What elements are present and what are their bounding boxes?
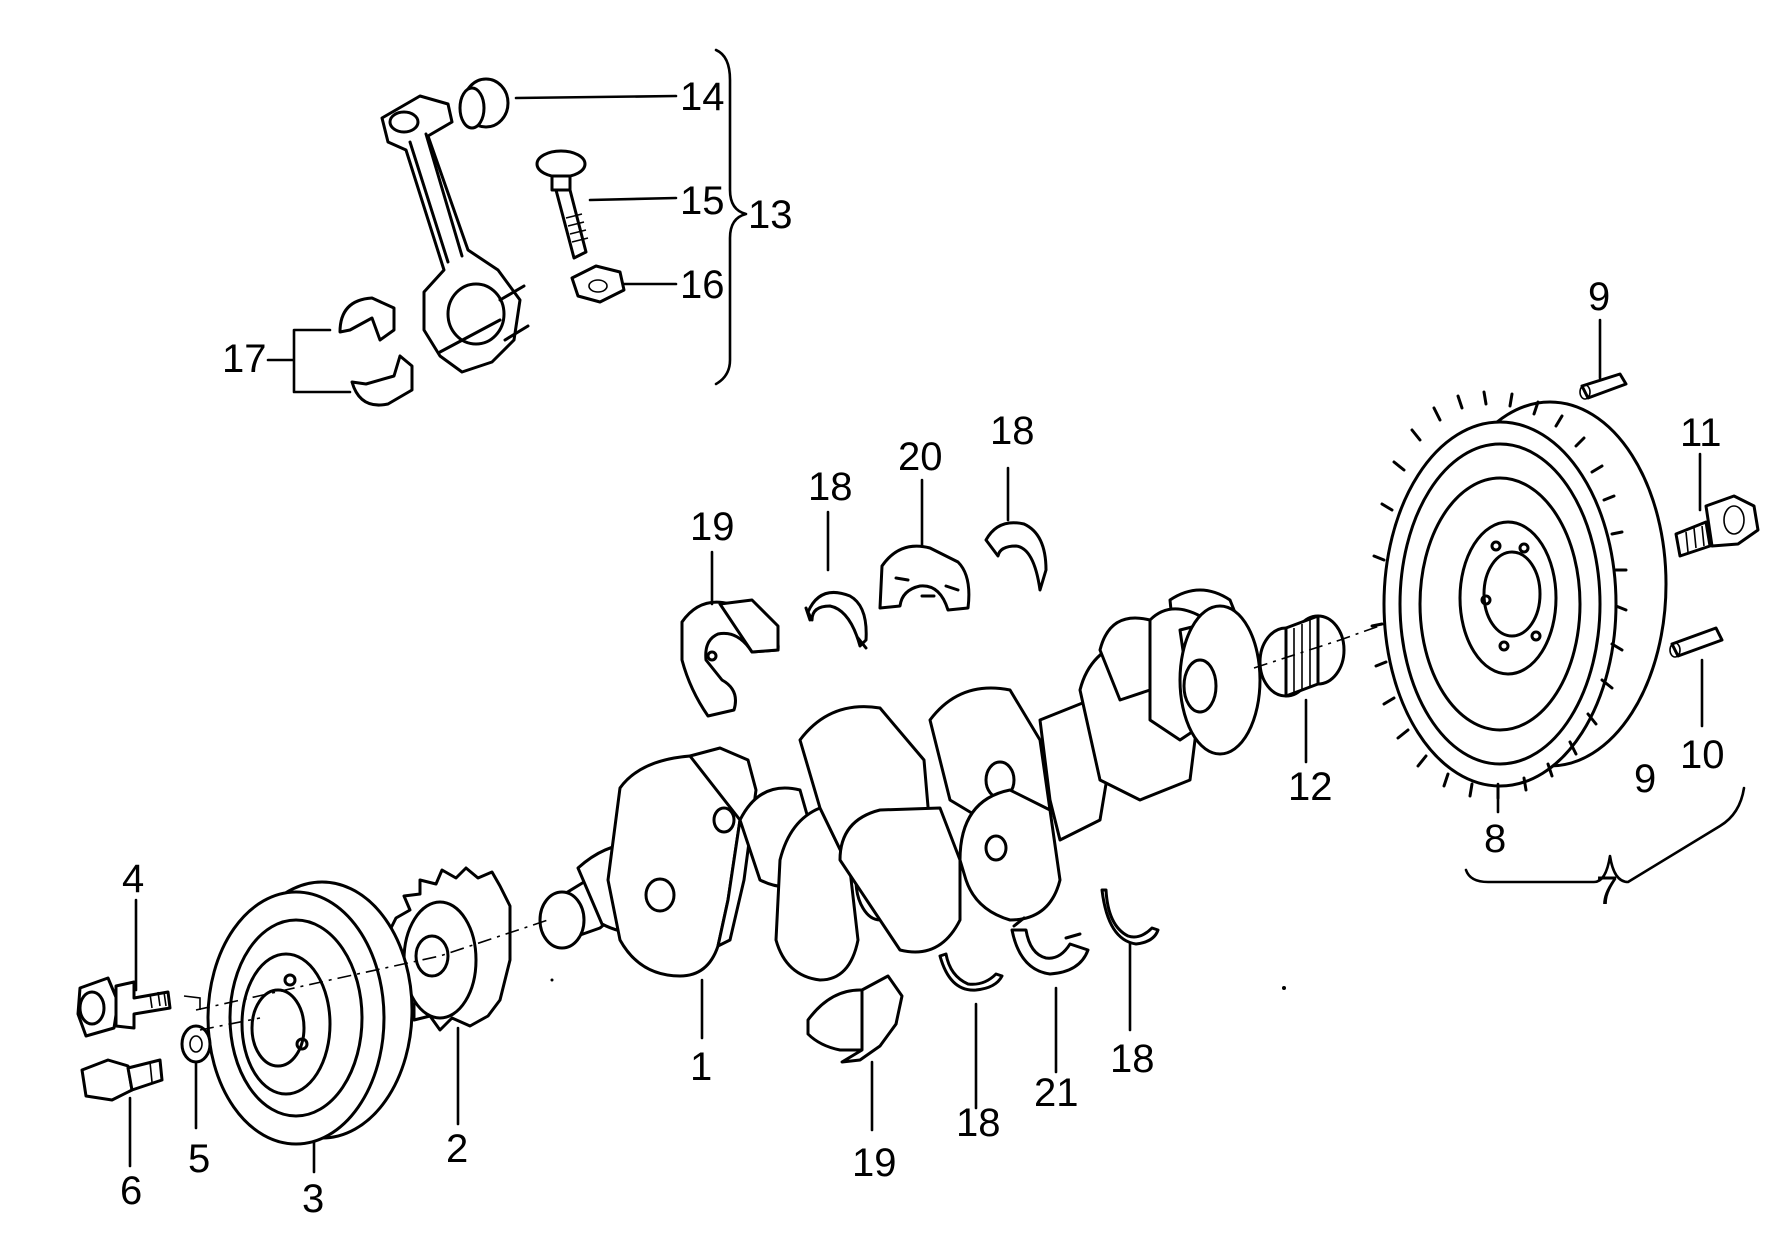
main-bearing-21	[1010, 916, 1090, 976]
bolt-4	[76, 976, 172, 1038]
label-18-b: 18	[990, 409, 1035, 453]
label-3: 3	[302, 1177, 324, 1221]
bolt-11	[1674, 494, 1760, 558]
pulley-3	[206, 880, 414, 1146]
label-8: 8	[1484, 817, 1506, 861]
label-13: 13	[748, 193, 793, 237]
flywheel-8	[1370, 390, 1668, 800]
label-19-top: 19	[690, 505, 735, 549]
label-4: 4	[122, 857, 144, 901]
rod-bolt-15	[535, 149, 589, 260]
label-18-a: 18	[808, 465, 853, 509]
connecting-rod	[380, 94, 530, 374]
pin-9	[1579, 372, 1628, 400]
thrust-washer-18a	[804, 591, 868, 650]
label-7: 7	[1596, 869, 1618, 913]
label-17: 17	[222, 337, 267, 381]
label-14: 14	[680, 75, 725, 119]
label-11: 11	[1680, 411, 1722, 455]
label-18-d: 18	[1110, 1037, 1155, 1081]
needle-bearing-12	[1258, 614, 1346, 698]
rod-bearing-shells-17	[338, 296, 414, 407]
label-5: 5	[188, 1137, 210, 1181]
crankshaft	[538, 588, 1262, 982]
label-16: 16	[680, 263, 725, 307]
label-9-top: 9	[1588, 275, 1610, 319]
thrust-washer-18c	[938, 952, 1004, 992]
label-21: 21	[1034, 1071, 1079, 1115]
pin-10	[1669, 626, 1724, 658]
thrust-washer-18b	[984, 521, 1048, 592]
crankshaft-sprocket-2	[384, 866, 512, 1032]
main-bearing-20	[878, 544, 971, 612]
label-12: 12	[1288, 765, 1333, 809]
bolt-6	[80, 1058, 164, 1102]
label-6: 6	[120, 1169, 142, 1213]
label-20: 20	[898, 435, 943, 479]
thrust-washer-18d	[1100, 888, 1160, 946]
main-bearing-upper-19	[680, 598, 780, 718]
rod-nut-16	[570, 264, 626, 304]
label-18-c: 18	[956, 1101, 1001, 1145]
label-9-bottom: 9	[1634, 757, 1656, 801]
label-1: 1	[690, 1045, 712, 1089]
washer-5	[180, 1024, 212, 1064]
bushing-14	[458, 77, 510, 130]
main-bearing-lower-19	[806, 974, 904, 1064]
label-15: 15	[680, 179, 725, 223]
label-2: 2	[446, 1127, 468, 1171]
label-19-bottom: 19	[852, 1141, 897, 1185]
label-10: 10	[1680, 733, 1725, 777]
